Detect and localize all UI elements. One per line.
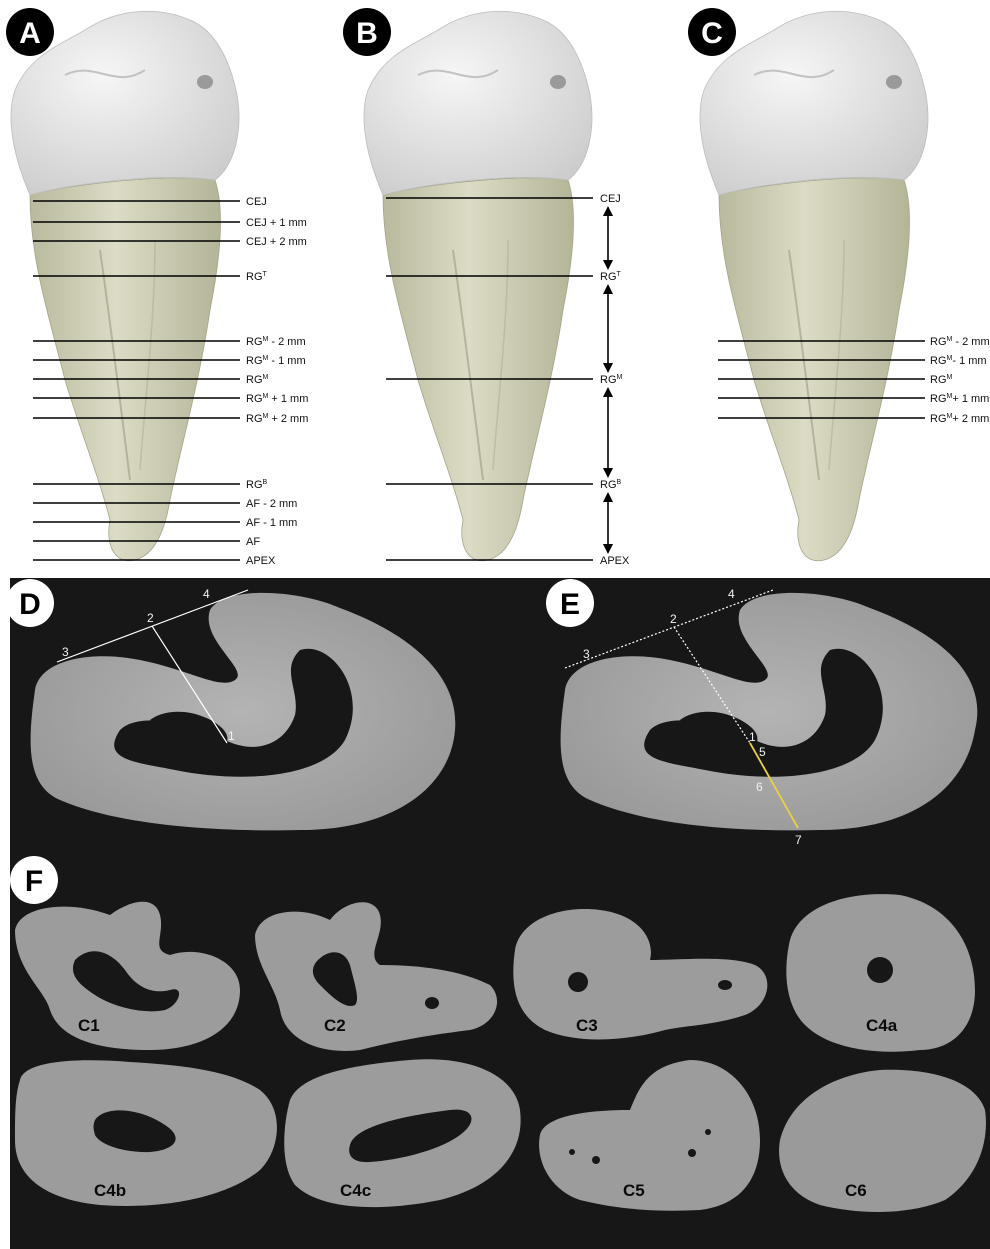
panel-c-badge: C: [688, 8, 736, 56]
point-label: 6: [756, 780, 763, 794]
crown-pit: [886, 75, 902, 89]
level-label: RGB: [246, 479, 268, 491]
arrow-head: [603, 492, 613, 502]
level-label: AF - 1 mm: [246, 517, 297, 529]
crown-pit: [197, 75, 213, 89]
svg-text:B: B: [356, 17, 378, 50]
tooth-c: [700, 11, 928, 560]
level-label: CEJ: [600, 193, 621, 205]
point-label: 1: [749, 730, 756, 744]
arrow-head: [603, 544, 613, 554]
panel-f-badge: F: [10, 856, 58, 904]
arrow-head: [603, 363, 613, 373]
level-label: RGM + 1 mm: [246, 393, 308, 405]
level-label: RGM+ 1 mm: [930, 393, 989, 405]
section-c4b: [15, 1060, 277, 1206]
svg-text:F: F: [25, 865, 43, 898]
section-label: C4b: [94, 1181, 126, 1200]
svg-text:C: C: [701, 17, 723, 50]
level-label: RGB: [600, 479, 622, 491]
tooth-root: [719, 178, 909, 561]
point-label: 2: [147, 611, 154, 625]
level-label: RGM - 2 mm: [930, 336, 990, 348]
level-label: CEJ + 2 mm: [246, 236, 307, 248]
panel-b-badge: B: [343, 8, 391, 56]
level-label: RGM: [600, 374, 623, 386]
section-label: C4a: [866, 1016, 898, 1035]
level-label: RGM - 1 mm: [246, 355, 306, 367]
level-label: RGT: [246, 271, 268, 283]
svg-text:E: E: [560, 588, 580, 621]
point-label: 2: [670, 612, 677, 626]
level-label: APEX: [246, 555, 276, 567]
point-label: 3: [583, 647, 590, 661]
panel-d-badge: D: [6, 579, 54, 627]
panel-e-badge: E: [546, 579, 594, 627]
svg-text:A: A: [19, 17, 41, 50]
section-label: C5: [623, 1181, 645, 1200]
arrow-head: [603, 260, 613, 270]
point-label: 4: [203, 587, 210, 601]
level-label: CEJ + 1 mm: [246, 217, 307, 229]
level-label: RGM+ 2 mm: [930, 413, 989, 425]
level-label: RGM: [246, 374, 269, 386]
arrow-head: [603, 387, 613, 397]
crown-pit: [550, 75, 566, 89]
panel-a-badge: A: [6, 8, 54, 56]
arrow-head: [603, 284, 613, 294]
level-label: RGM + 2 mm: [246, 413, 308, 425]
point-label: 7: [795, 833, 802, 847]
section-label: C2: [324, 1016, 346, 1035]
point-label: 3: [62, 645, 69, 659]
tooth-b: [364, 11, 592, 560]
arrow-head: [603, 206, 613, 216]
section-label: C3: [576, 1016, 598, 1035]
tooth-a: [11, 11, 239, 560]
level-label: RGM: [930, 374, 953, 386]
point-label: 1: [228, 729, 235, 743]
tooth-crown: [364, 11, 592, 195]
arrow-head: [603, 468, 613, 478]
level-label: RGT: [600, 271, 622, 283]
point-label: 4: [728, 587, 735, 601]
level-label: RGM- 1 mm: [930, 355, 987, 367]
level-label: AF: [246, 536, 260, 548]
section-label: C4c: [340, 1181, 371, 1200]
section-label: C1: [78, 1016, 100, 1035]
section-label: C6: [845, 1181, 867, 1200]
level-label: RGM - 2 mm: [246, 336, 306, 348]
level-label: AF - 2 mm: [246, 498, 297, 510]
point-label: 5: [759, 745, 766, 759]
level-label: CEJ: [246, 196, 267, 208]
svg-text:D: D: [19, 588, 41, 621]
level-label: APEX: [600, 555, 630, 567]
tooth-root: [383, 178, 573, 561]
